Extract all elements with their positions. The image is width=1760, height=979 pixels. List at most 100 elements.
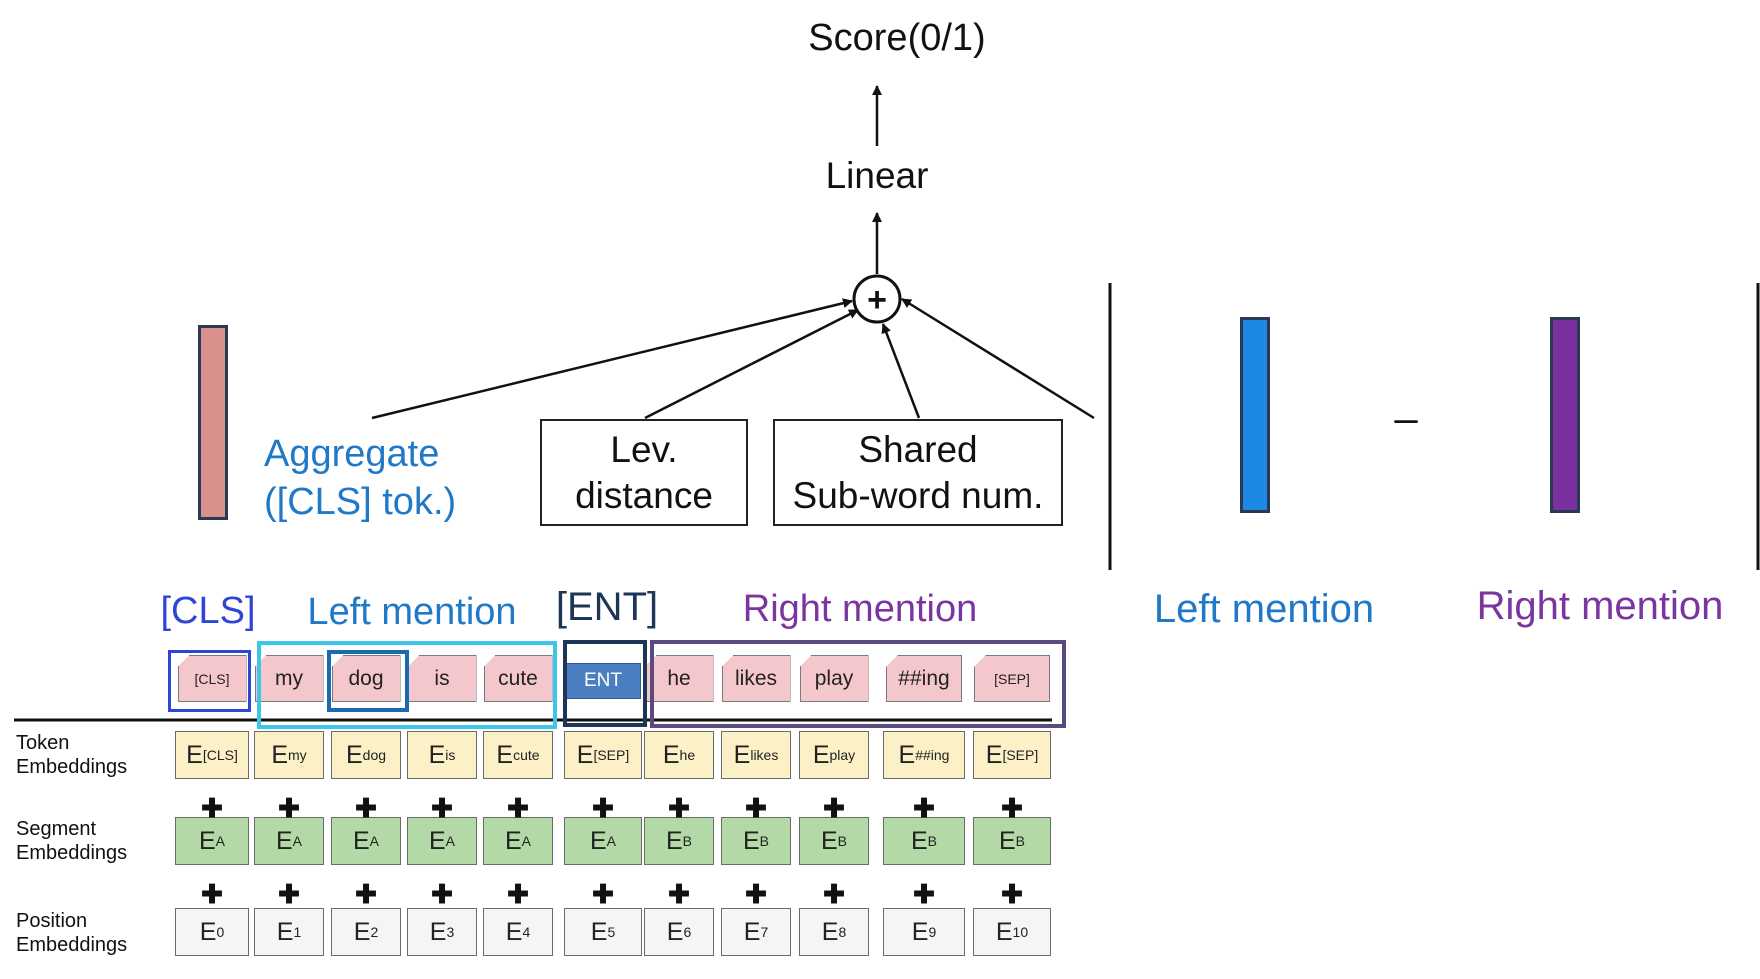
- sum-node: [852, 274, 902, 324]
- token-embedding-subscript: [SEP]: [1002, 747, 1039, 763]
- token-embedding-subscript: [SEP]: [593, 747, 630, 763]
- position-embedding-subscript: 3: [446, 924, 455, 940]
- token-5: ENT: [565, 663, 641, 699]
- token-embedding-subscript: cute: [513, 747, 540, 763]
- segment-label-line1: Segment: [16, 818, 97, 840]
- token-embedding-base: E: [985, 740, 1003, 769]
- sum-node-plus: +: [867, 281, 887, 319]
- lev-line1: Lev.: [610, 428, 678, 470]
- plus-icon: ✚: [592, 879, 614, 909]
- plus-icon: ✚: [913, 793, 935, 823]
- right-mention-group-label: Right mention: [742, 588, 978, 630]
- token-embedding-subscript: [CLS]: [202, 747, 238, 763]
- position-embedding-base: E: [429, 917, 447, 946]
- token-embedding-base: E: [576, 740, 594, 769]
- position-label-line1: Position: [16, 910, 88, 932]
- arrow-shared-to-sum: [881, 323, 921, 419]
- aggregate-label-line1: Aggregate: [264, 433, 440, 475]
- token-0: [CLS]: [177, 655, 247, 702]
- position-embedding-subscript: 6: [683, 924, 692, 940]
- segment-embedding-base: E: [198, 826, 216, 855]
- segment-embedding-subscript: B: [759, 833, 770, 849]
- position-embedding-subscript: 4: [522, 924, 531, 940]
- token-2: dog: [331, 655, 401, 702]
- token-embedding-subscript: ##ing: [915, 747, 950, 763]
- position-embeddings-label: Position Embeddings: [16, 909, 127, 957]
- cls-group-box: [168, 650, 251, 712]
- token-embedding-subscript: my: [288, 747, 307, 763]
- position-embedding-base: E: [743, 917, 761, 946]
- segment-embedding-base: E: [275, 826, 293, 855]
- position-label-line2: Embeddings: [16, 934, 128, 956]
- plus-icon: ✚: [201, 793, 223, 823]
- arrow-diff-to-sum: [901, 297, 1095, 420]
- token-label-line2: Embeddings: [16, 756, 128, 778]
- arrow-lev-to-sum: [644, 308, 859, 420]
- position-embedding-subscript: 10: [1012, 924, 1029, 940]
- plus-icon: ✚: [1001, 879, 1023, 909]
- token-8: play: [799, 655, 869, 702]
- plus-icon: ✚: [745, 793, 767, 823]
- arrow-aggregate-to-sum: [371, 298, 853, 420]
- plus-icon: ✚: [507, 879, 529, 909]
- dog-highlight-box: [327, 650, 409, 712]
- segment-embedding-subscript: B: [682, 833, 693, 849]
- token-embeddings-label: Token Embeddings: [16, 731, 127, 779]
- segment-embedding-subscript: A: [292, 833, 303, 849]
- linear-label: Linear: [825, 155, 929, 196]
- cls-vector: [198, 325, 228, 520]
- aggregate-label: Aggregate ([CLS] tok.): [264, 430, 456, 526]
- token-4: cute: [483, 655, 553, 702]
- segment-embedding-base: E: [352, 826, 370, 855]
- segment-embedding-subscript: B: [837, 833, 848, 849]
- token-embedding-5: E[SEP]: [564, 731, 642, 779]
- position-embedding-subscript: 7: [760, 924, 769, 940]
- segment-embedding-subscript: A: [369, 833, 380, 849]
- plus-icon: ✚: [201, 879, 223, 909]
- position-embedding-base: E: [276, 917, 294, 946]
- segment-embedding-subscript: A: [521, 833, 532, 849]
- token-embedding-0: E[CLS]: [175, 731, 249, 779]
- token-embedding-subscript: likes: [750, 747, 779, 763]
- segment-label-line2: Embeddings: [16, 842, 128, 864]
- segment-embedding-base: E: [665, 826, 683, 855]
- plus-icon: ✚: [823, 879, 845, 909]
- token-label-line1: Token: [16, 732, 70, 754]
- position-embedding-subscript: 5: [607, 924, 616, 940]
- segment-embedding-subscript: A: [445, 833, 456, 849]
- segment-embedding-subscript: B: [1015, 833, 1026, 849]
- plus-icon: ✚: [745, 879, 767, 909]
- lev-distance-box: Lev. distance: [540, 419, 748, 526]
- token-embedding-base: E: [662, 740, 680, 769]
- token-embedding-9: E##ing: [883, 731, 965, 779]
- position-embedding-base: E: [353, 917, 371, 946]
- token-7: likes: [721, 655, 791, 702]
- left-mention-vector: [1240, 317, 1270, 513]
- score-label: Score(0/1): [808, 17, 986, 59]
- minus-sign: –: [1394, 394, 1418, 441]
- token-embedding-base: E: [428, 740, 446, 769]
- position-embedding-base: E: [666, 917, 684, 946]
- plus-icon: ✚: [668, 879, 690, 909]
- position-embedding-base: E: [505, 917, 523, 946]
- segment-embeddings-label: Segment Embeddings: [16, 817, 127, 865]
- plus-icon: ✚: [668, 793, 690, 823]
- token-embedding-subscript: dog: [362, 747, 387, 763]
- shared-line1: Shared: [858, 428, 978, 470]
- right-mention-vector-label: Right mention: [1476, 584, 1724, 628]
